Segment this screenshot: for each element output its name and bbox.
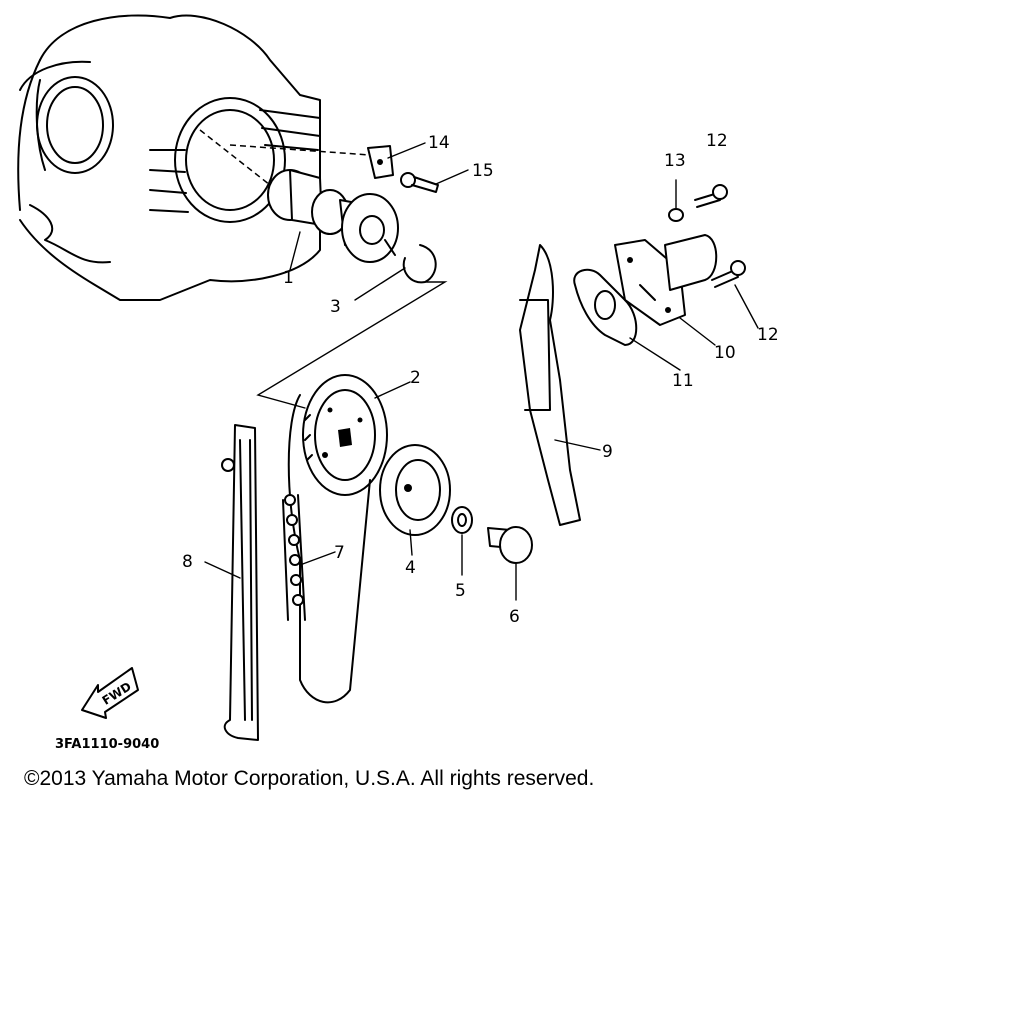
callout-4: 4 — [405, 558, 416, 578]
callout-6: 6 — [509, 607, 520, 627]
callout-2: 2 — [410, 368, 421, 388]
diagram-code: 3FA1110-9040 — [55, 737, 159, 752]
callout-15: 15 — [472, 161, 494, 181]
forward-arrow-icon: FWD — [81, 667, 139, 719]
callout-10: 10 — [714, 343, 736, 363]
bolt-part-12-lower — [711, 260, 746, 288]
callout-13: 13 — [664, 151, 686, 171]
callout-9: 9 — [602, 442, 613, 462]
callout-12-upper: 12 — [706, 131, 728, 151]
cam-sprocket-part-2 — [302, 374, 388, 496]
reference-line — [199, 129, 271, 186]
callout-8: 8 — [182, 552, 193, 572]
copyright-notice: ©2013 Yamaha Motor Corporation, U.S.A. A… — [24, 767, 595, 790]
leader-lines — [204, 142, 759, 601]
bolt-part-6 — [487, 526, 533, 564]
callout-1: 1 — [283, 268, 294, 288]
camshaft-part-1 — [267, 169, 399, 263]
washer-part-13 — [668, 208, 684, 222]
tensioner-arm-part-9 — [519, 244, 581, 526]
callout-14: 14 — [428, 133, 450, 153]
callout-5: 5 — [455, 581, 466, 601]
disk-part-4 — [379, 444, 451, 536]
assembly-line — [256, 281, 448, 409]
bolt-part-12-upper — [694, 184, 728, 208]
bolt-part-15 — [400, 172, 439, 193]
washer-part-5 — [451, 506, 473, 534]
callout-11: 11 — [672, 371, 694, 391]
gasket-part-11 — [573, 268, 638, 346]
callout-7: 7 — [334, 543, 345, 563]
callout-3: 3 — [330, 297, 341, 317]
tensioner-part-10 — [614, 234, 718, 326]
cylinder-head-housing — [17, 14, 321, 301]
circlip-part-3 — [402, 244, 437, 284]
callout-12-lower: 12 — [757, 325, 779, 345]
chain-guide-part-8 — [221, 424, 259, 741]
timing-chain-part-7 — [282, 394, 371, 704]
reference-line — [229, 144, 371, 156]
